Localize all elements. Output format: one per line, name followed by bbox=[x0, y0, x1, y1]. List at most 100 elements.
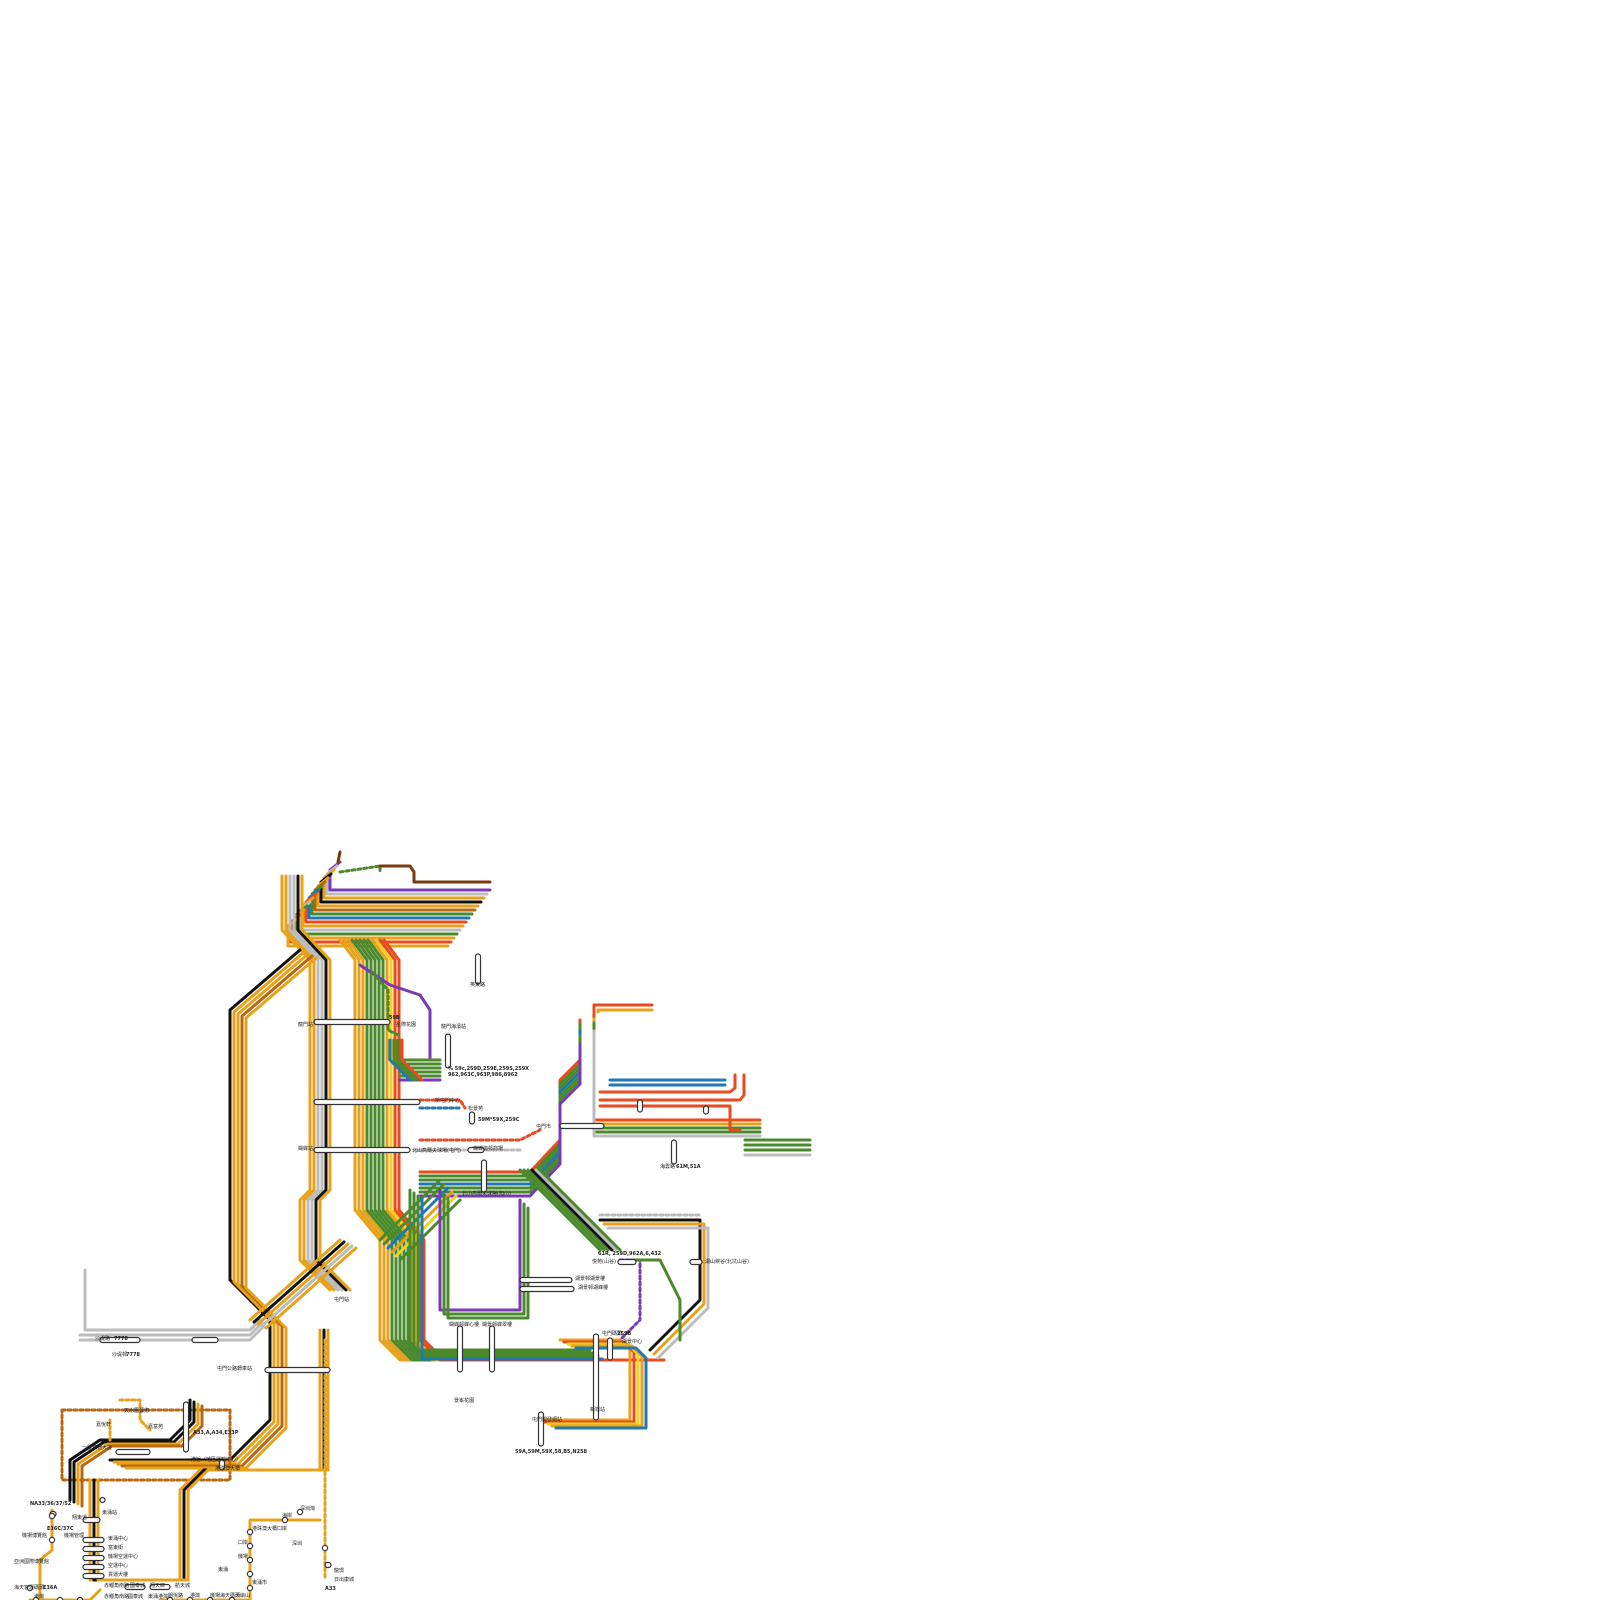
stop-marker-48 bbox=[246, 1584, 254, 1592]
stop-marker-45 bbox=[246, 1542, 254, 1550]
route-codes-sw-3: E36C/37C bbox=[47, 1526, 74, 1532]
stop-marker-21 bbox=[99, 1336, 141, 1344]
stop-marker-40 bbox=[26, 1584, 34, 1592]
route-line-21 bbox=[292, 874, 344, 1292]
stop-label-b7: 東涌 bbox=[218, 1566, 228, 1573]
stop-labels: 英東路 59B 星際花園 龍門站 龍門海濱站 % 59c,259D,259E,2… bbox=[14, 981, 749, 1600]
route-code-59b: 59B bbox=[389, 1015, 400, 1021]
route-line-23 bbox=[300, 874, 352, 1292]
stop-label-airport-expo: 機場博覽館 bbox=[22, 1532, 47, 1539]
stop-marker-27 bbox=[99, 1496, 106, 1504]
stop-label-b9: 朗悅路 bbox=[168, 1592, 183, 1599]
stop-label-star-garden: 星際花園 bbox=[396, 1021, 416, 1028]
stop-label-tung-chung-centre: 東涌中心 bbox=[108, 1535, 128, 1542]
route-line-64 bbox=[592, 1013, 762, 1122]
route-line-27 bbox=[120, 954, 314, 1468]
route-line-122 bbox=[80, 1404, 204, 1508]
route-line-115 bbox=[256, 1242, 350, 1326]
stop-label-king-fung: 景峯花園 bbox=[454, 1397, 474, 1404]
route-code-e36a: E36A bbox=[43, 1585, 57, 1591]
stop-marker-47 bbox=[246, 1570, 254, 1578]
stop-label-tuen-mun-pier: 屯門碼頭 bbox=[602, 1330, 622, 1337]
route-line-30 bbox=[342, 938, 626, 1362]
route-codes-sw-2: NA33/36/37/52 bbox=[30, 1501, 72, 1507]
route-line-86 bbox=[518, 1168, 602, 1252]
route-line-88 bbox=[526, 1168, 610, 1252]
stop-label-golf-north: 北山高爾夫球場(屯門) bbox=[412, 1147, 461, 1154]
route-line-34 bbox=[358, 938, 642, 1362]
route-codes-group-1: % 59c,259D,259E,259S,259X bbox=[448, 1066, 529, 1072]
stop-label-asia-expo: 亞洲國際博覽館 bbox=[14, 1558, 49, 1565]
stop-markers bbox=[26, 953, 710, 1600]
route-codes-sw-1: A33,A,A34,E33P bbox=[193, 1430, 239, 1436]
stop-label-tung-chung-bay: 東涌港灣 bbox=[148, 1593, 168, 1600]
stop-marker-7 bbox=[480, 1159, 488, 1193]
stop-marker-36 bbox=[149, 1583, 171, 1591]
route-line-97 bbox=[416, 1194, 600, 1358]
stop-marker-51 bbox=[321, 1544, 329, 1552]
stop-marker-10 bbox=[702, 1105, 710, 1115]
stop-marker-39 bbox=[48, 1536, 56, 1544]
stop-marker-29 bbox=[82, 1516, 101, 1524]
stop-label-airport-admin: 機場管理 bbox=[64, 1532, 84, 1539]
route-line-120 bbox=[72, 1400, 196, 1504]
stop-marker-12 bbox=[617, 1258, 637, 1266]
stop-marker-43 bbox=[76, 1596, 84, 1600]
route-codes-group-2: 962,963C,963P,986,8962 bbox=[448, 1072, 518, 1078]
stop-label-ka-fu: 嘉富苑 bbox=[148, 1423, 163, 1430]
stop-marker-3 bbox=[313, 1098, 421, 1106]
stop-marker-18 bbox=[592, 1333, 600, 1421]
route-code-b16: A33 bbox=[325, 1586, 336, 1592]
route-line-32 bbox=[350, 938, 634, 1362]
stop-label-cathay-city: 國泰城 bbox=[130, 1582, 145, 1589]
stop-marker-55 bbox=[228, 1596, 236, 1600]
stop-label-butterfly-heart: 蝴蝶邨蝶心樓 bbox=[449, 1321, 479, 1328]
route-line-101 bbox=[606, 1226, 710, 1360]
route-line-93 bbox=[442, 1192, 526, 1316]
stop-label-sha-tai-estate: 沙堤邨 bbox=[112, 1351, 127, 1358]
stop-label-butterfly-green: 蝴景邨蝶翠樓 bbox=[482, 1321, 512, 1328]
stop-marker-46 bbox=[246, 1556, 254, 1564]
stop-marker-11 bbox=[670, 1139, 678, 1165]
route-line-17 bbox=[378, 864, 492, 884]
route-line-109 bbox=[554, 1346, 648, 1430]
route-line-16 bbox=[338, 864, 382, 874]
stop-marker-17 bbox=[488, 1325, 496, 1373]
stop-label-new-tuen-mun-centre: 新屯門中心 bbox=[435, 1097, 460, 1104]
stop-label-tm-interchange: 屯門公路轉車站 bbox=[217, 1365, 252, 1372]
route-line-113 bbox=[248, 1238, 342, 1322]
stop-marker-42 bbox=[56, 1596, 64, 1600]
stop-marker-53 bbox=[186, 1596, 194, 1600]
stop-label-b14: 日出康城 bbox=[334, 1576, 354, 1583]
stop-marker-30 bbox=[82, 1536, 105, 1544]
route-line-126 bbox=[118, 1398, 152, 1432]
route-line-91 bbox=[538, 1168, 622, 1252]
route-code-259b: 259B bbox=[617, 1331, 631, 1337]
stop-marker-49 bbox=[296, 1508, 304, 1516]
stop-label-lung-mun: 龍門站 bbox=[298, 1021, 313, 1028]
stop-label-b4: 口岸 bbox=[238, 1539, 248, 1546]
stop-marker-20 bbox=[537, 1411, 545, 1447]
stop-marker-22 bbox=[191, 1336, 219, 1344]
route-line-95 bbox=[408, 1188, 592, 1352]
route-line-89 bbox=[530, 1168, 614, 1252]
stop-marker-8 bbox=[559, 1122, 605, 1130]
stop-label-yuet-yuen: 悦苑(山谷) bbox=[592, 1258, 616, 1265]
route-line-87 bbox=[522, 1168, 606, 1252]
stop-label-b5: 機場 bbox=[238, 1553, 248, 1560]
route-line-68 bbox=[592, 1029, 762, 1138]
stop-label-b13: 龍璟 bbox=[334, 1567, 344, 1574]
route-line-28 bbox=[124, 956, 318, 1470]
stop-marker-26 bbox=[218, 1459, 226, 1471]
stop-label-b6: 深圳 bbox=[292, 1540, 302, 1547]
route-line-25 bbox=[112, 950, 306, 1464]
stop-marker-0 bbox=[474, 953, 482, 985]
stop-label-tin-shui-wai-art: 天水圍藝術 bbox=[124, 1407, 149, 1414]
route-codes-east-1: 61M,51A bbox=[676, 1164, 701, 1170]
stop-label-fu-tung-street: 富東街 bbox=[108, 1544, 123, 1551]
route-line-116 bbox=[260, 1244, 354, 1328]
route-line-63 bbox=[418, 1042, 582, 1198]
stop-marker-31 bbox=[82, 1545, 105, 1553]
stop-marker-19 bbox=[606, 1337, 614, 1361]
stop-label-lake-view-2: 湖景邨湖峰樓 bbox=[578, 1284, 608, 1291]
